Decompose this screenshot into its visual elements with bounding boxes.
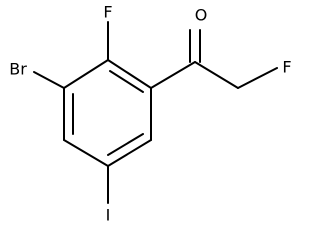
bond-ch2-to-fluorine <box>237 67 278 89</box>
atom-label-fluorine-chain: F <box>282 58 291 77</box>
aromatic-inner-bond-1 <box>109 70 144 93</box>
ring-bond-c6-c1 <box>63 59 109 89</box>
atom-label-oxygen: O <box>195 6 208 25</box>
aromatic-inner-bond-2 <box>107 133 144 156</box>
bond-to-bromine <box>33 71 65 89</box>
ring-bond-c1-c2 <box>107 59 152 89</box>
atom-label-iodine: I <box>106 206 111 225</box>
chemical-structure: Br F O F I <box>9 3 291 225</box>
atom-label-bromine: Br <box>9 60 27 79</box>
ring-bond-c4-c5 <box>63 139 109 167</box>
bond-ring-to-carbonyl <box>150 61 196 89</box>
bond-carbonyl-to-ch2 <box>194 61 239 89</box>
ring-bond-c3-c4 <box>107 139 152 167</box>
atom-label-fluorine-ring: F <box>103 3 112 22</box>
